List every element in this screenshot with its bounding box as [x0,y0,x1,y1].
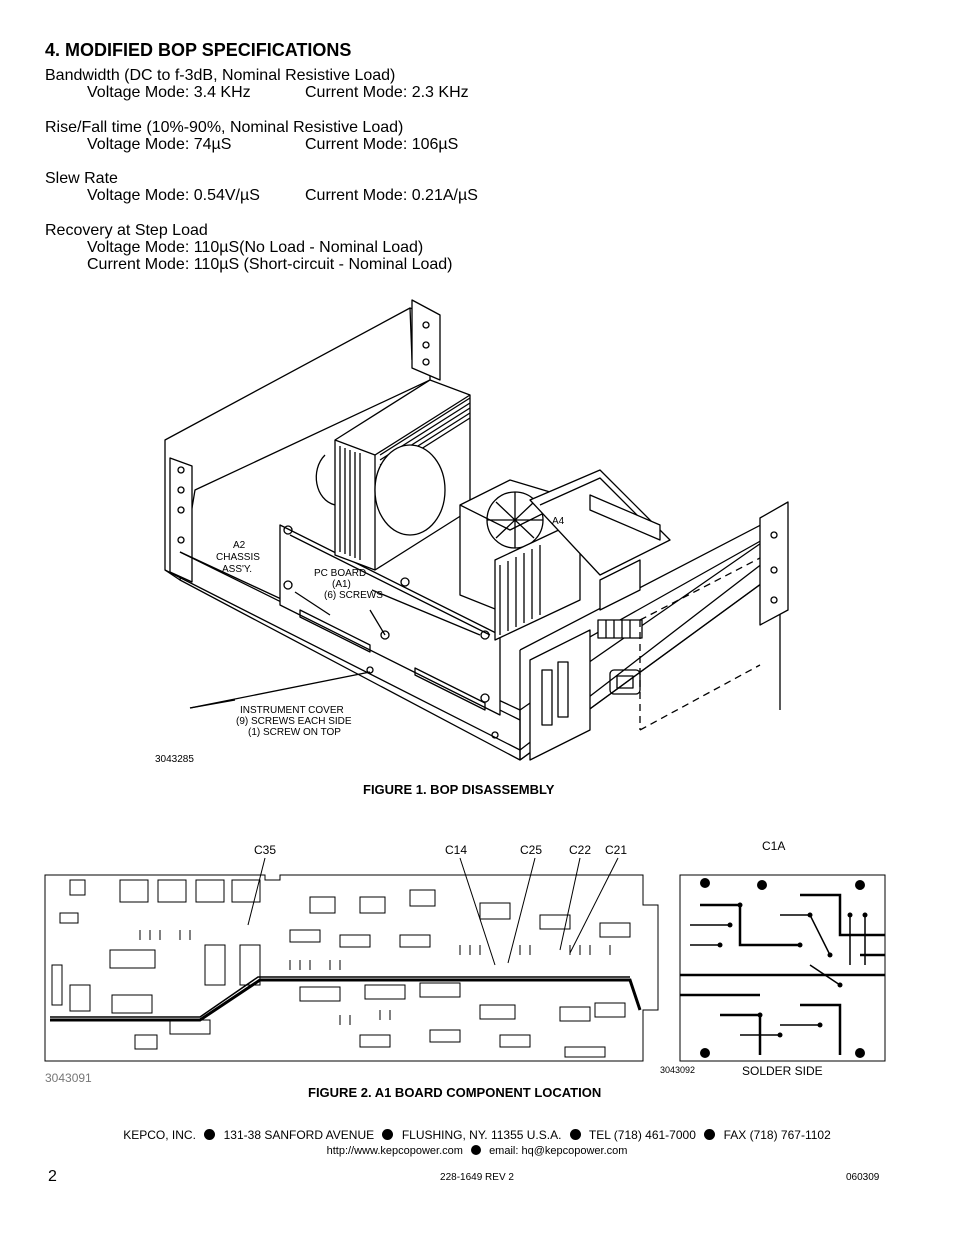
figure1-drawing-number: 3043285 [155,754,194,765]
spec-bandwidth-title: Bandwidth (DC to f-3dB, Nominal Resistiv… [45,67,396,84]
figure2-caption: FIGURE 2. A1 BOARD COMPONENT LOCATION [308,1085,602,1100]
spec-recovery-current: Current Mode: 110µS (Short-circuit - Nom… [87,256,453,273]
footer-web-link[interactable]: http://www.kepcopower.com [326,1145,463,1157]
callout-c14: C14 [445,843,467,857]
footer-address: 131-38 SANFORD AVENUE [223,1128,375,1142]
spec-risefall-line: Voltage Mode: 74µS Current Mode: 106µS [87,136,458,154]
bullet-icon [471,1145,481,1155]
footer-company: KEPCO, INC. [123,1128,196,1142]
spec-bandwidth-voltage: Voltage Mode: 3.4 KHz [87,84,251,101]
spec-recovery-title: Recovery at Step Load [45,222,208,239]
section-heading: 4. MODIFIED BOP SPECIFICATIONS [45,40,352,60]
label-pc-board: PC BOARD [314,568,366,579]
label-a4: A4 [552,516,565,527]
spec-bandwidth-line: Voltage Mode: 3.4 KHz Current Mode: 2.3 … [87,84,469,102]
label-chassis-a2: A2 [233,540,246,551]
label-chassis-word: CHASSIS [216,552,260,563]
spec-slewrate-voltage: Voltage Mode: 0.54V/µS [87,187,260,204]
callout-c1a: C1A [762,839,785,853]
footer-tel: TEL (718) 461-7000 [588,1128,696,1142]
figure1-bop-disassembly-drawing: A2 CHASSIS ASS'Y. PC BOARD (A1) (6) SCRE… [155,299,789,765]
spec-bandwidth-current: Current Mode: 2.3 KHz [305,84,469,101]
spec-recovery-voltage: Voltage Mode: 110µS(No Load - Nominal Lo… [87,239,424,256]
figure2-drawing-number-right: 3043092 [660,1065,695,1075]
spec-slewrate-current: Current Mode: 0.21A/µS [305,187,478,204]
footer-email-link[interactable]: email: hq@kepcopower.com [489,1145,628,1157]
label-chassis-assy: ASS'Y. [222,564,252,575]
bullet-icon [382,1129,394,1140]
callout-c22: C22 [569,843,591,857]
figure1-caption: FIGURE 1. BOP DISASSEMBLY [363,782,555,797]
figure2-drawing-number-left: 3043091 [45,1071,92,1085]
spec-slewrate-line: Voltage Mode: 0.54V/µS Current Mode: 0.2… [87,187,478,205]
bullet-icon [569,1129,581,1140]
footer-fax: FAX (718) 767-1102 [723,1128,831,1142]
date-code: 060309 [846,1172,880,1183]
document-number: 228-1649 REV 2 [440,1172,514,1183]
label-cover-side-screws: (9) SCREWS EACH SIDE [236,716,352,727]
figure2-board-component-location: C35 C14 C25 C22 C21 C1A [44,839,886,1085]
spec-risefall-title: Rise/Fall time (10%-90%, Nominal Resisti… [45,119,404,136]
callout-c21: C21 [605,843,627,857]
label-pc-board-a1: (A1) [332,579,351,590]
bullet-icon [704,1129,716,1140]
footer-city: FLUSHING, NY. 11355 U.S.A. [401,1128,562,1142]
footer-contact-line: KEPCO, INC. 131-38 SANFORD AVENUE FLUSHI… [0,1128,954,1142]
spec-risefall-current: Current Mode: 106µS [305,136,459,153]
callout-c25: C25 [520,843,542,857]
page-number: 2 [48,1168,57,1185]
label-instrument-cover: INSTRUMENT COVER [240,705,344,716]
bullet-icon [204,1129,216,1140]
spec-risefall-voltage: Voltage Mode: 74µS [87,136,232,153]
label-cover-top-screw: (1) SCREW ON TOP [248,727,341,738]
spec-slewrate-title: Slew Rate [45,170,118,187]
figure2-solder-side-label: SOLDER SIDE [742,1064,823,1078]
footer-web-line: http://www.kepcopower.com email: hq@kepc… [0,1145,954,1157]
callout-c35: C35 [254,843,276,857]
label-pc-board-screws: (6) SCREWS [324,590,383,601]
